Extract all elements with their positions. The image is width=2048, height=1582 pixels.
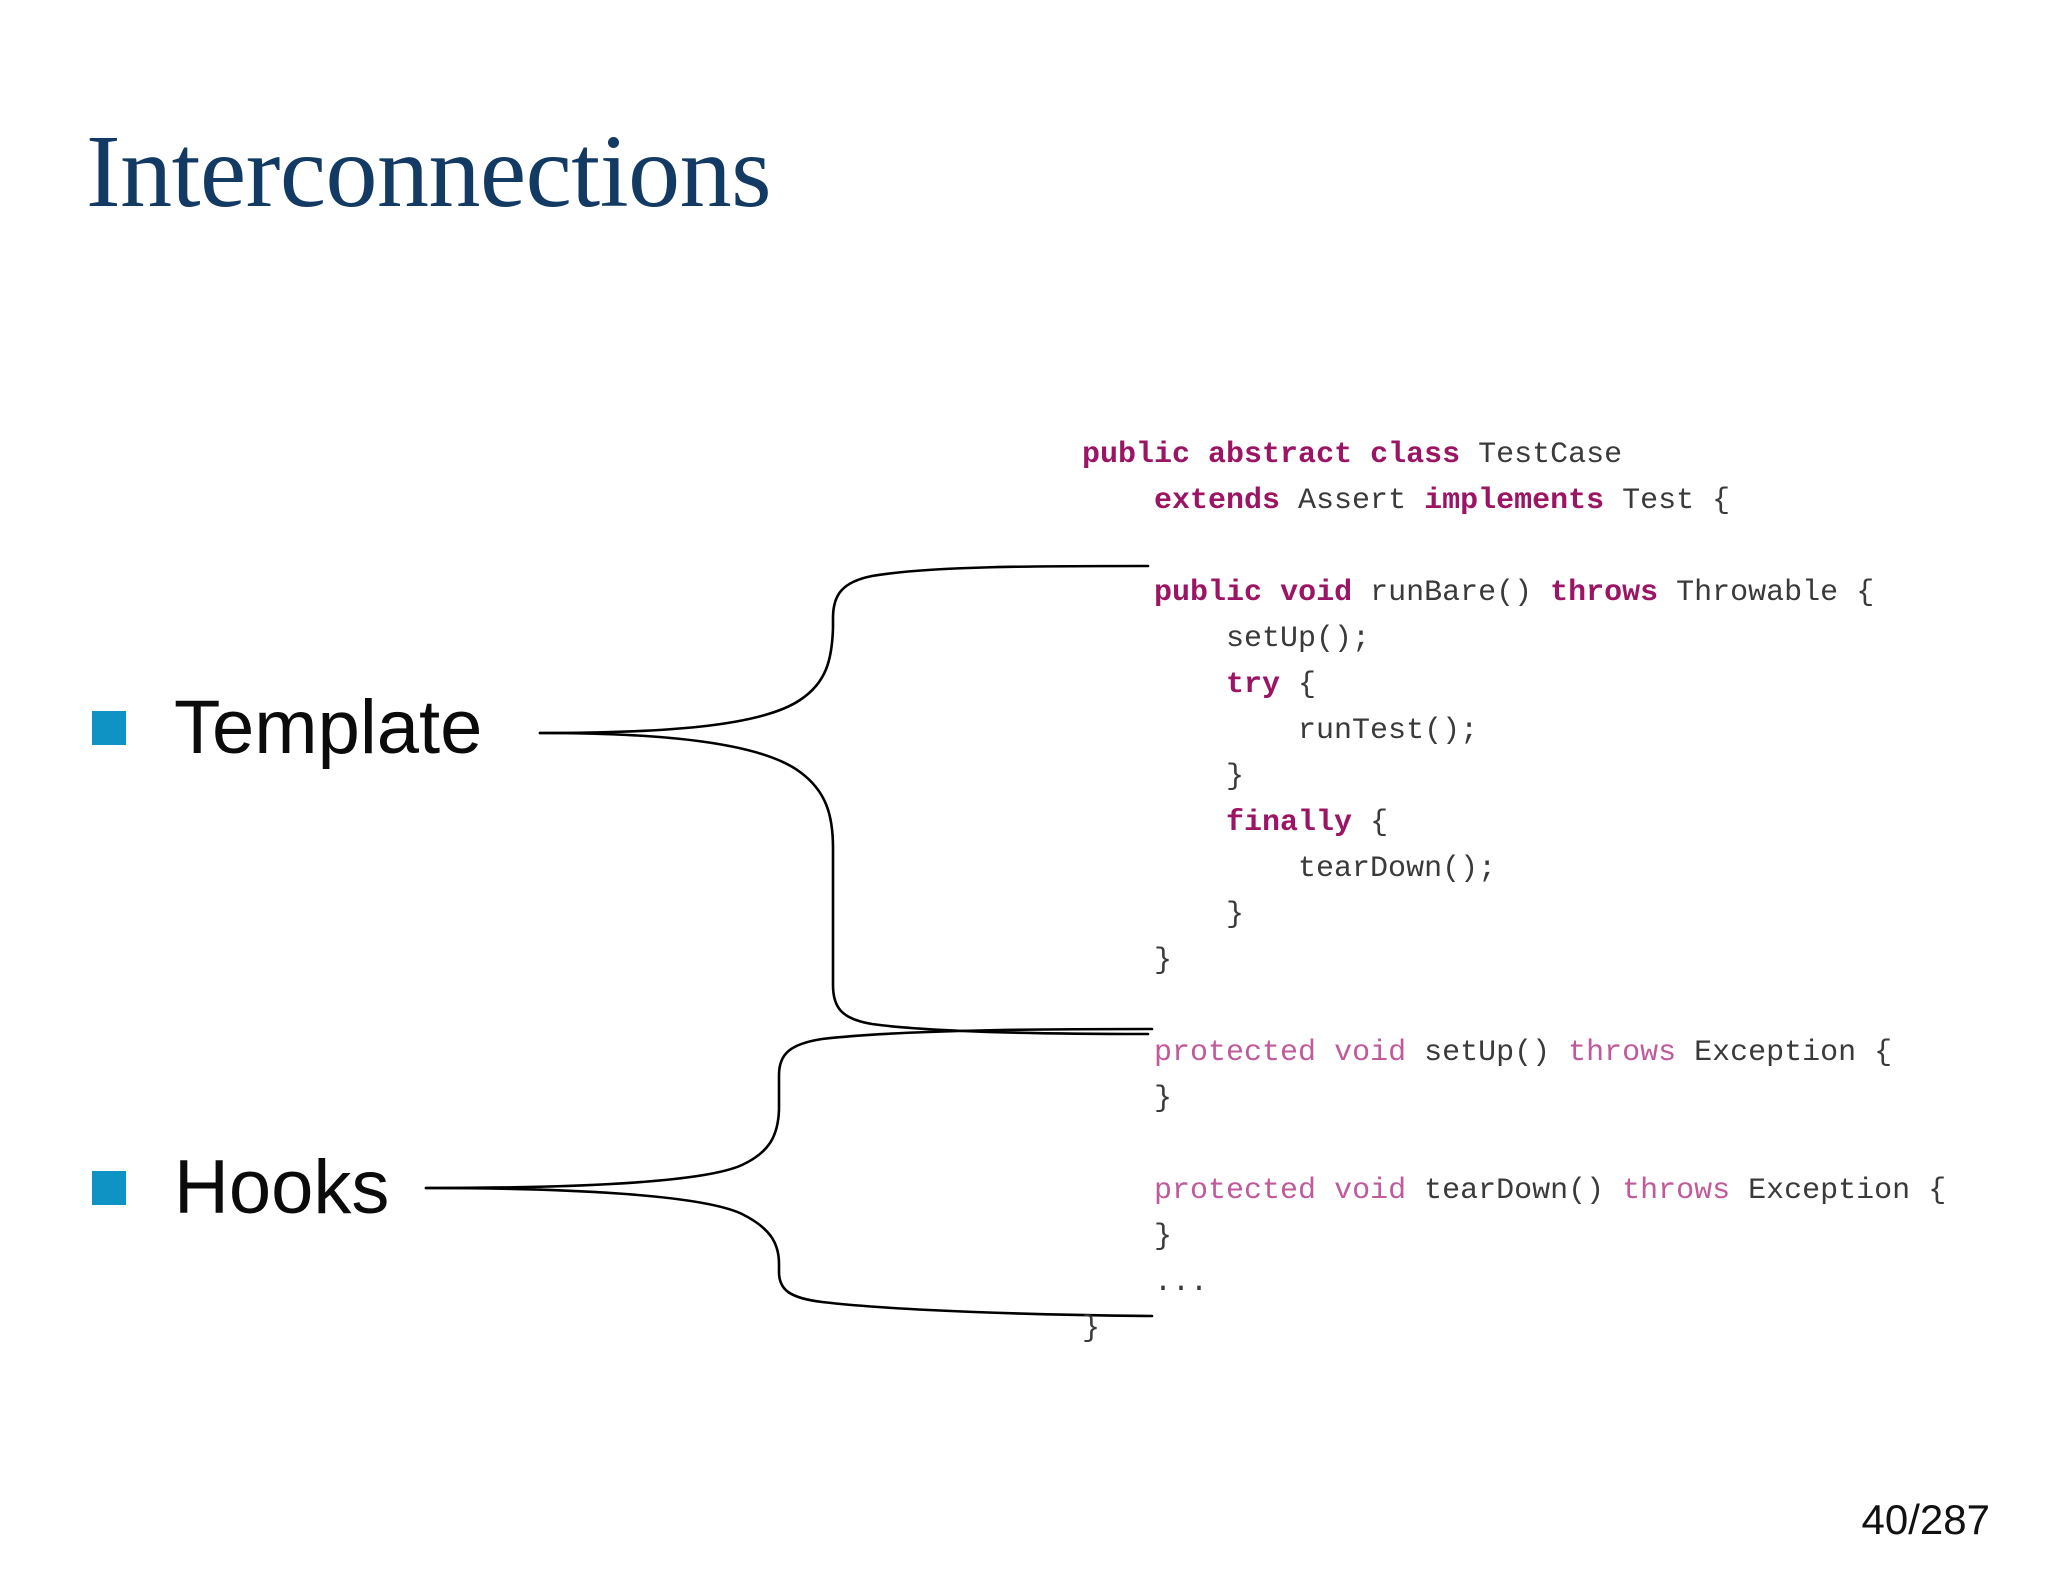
- code-keyword: implements: [1424, 484, 1605, 518]
- code-indent: [1082, 1082, 1154, 1116]
- square-bullet-icon: [92, 1171, 126, 1205]
- code-line: [1082, 524, 1946, 570]
- code-indent: [1082, 944, 1154, 978]
- code-line: [1082, 984, 1946, 1030]
- code-line: public void runBare() throws Throwable {: [1082, 570, 1946, 616]
- code-line: ...: [1082, 1260, 1946, 1306]
- code-line: setUp();: [1082, 616, 1946, 662]
- code-identifier: }: [1226, 760, 1245, 794]
- code-line: public abstract class TestCase: [1082, 432, 1946, 478]
- code-line: extends Assert implements Test {: [1082, 478, 1946, 524]
- code-identifier: ...: [1154, 1266, 1209, 1300]
- code-identifier: tearDown(): [1406, 1174, 1623, 1208]
- template-brace-lower-arm: [538, 731, 1150, 1036]
- square-bullet-icon: [92, 711, 126, 745]
- code-line: }: [1082, 1214, 1946, 1260]
- code-keyword: public: [1082, 438, 1191, 472]
- hooks-brace-lower-arm: [424, 1186, 1154, 1318]
- code-identifier: Exception {: [1676, 1036, 1893, 1070]
- template-brace-upper-arm: [538, 564, 1150, 735]
- code-line: }: [1082, 1306, 1946, 1352]
- code-indent: [1082, 1220, 1154, 1254]
- code-identifier: [1190, 438, 1208, 472]
- code-keyword: abstract: [1208, 438, 1353, 472]
- code-line: }: [1082, 938, 1946, 984]
- code-line: }: [1082, 1076, 1946, 1122]
- code-identifier: setUp();: [1226, 622, 1371, 656]
- code-identifier: {: [1280, 668, 1317, 702]
- code-keyword: try: [1226, 668, 1281, 702]
- code-identifier: }: [1154, 1220, 1173, 1254]
- code-indent: [1082, 668, 1226, 702]
- code-identifier: runTest();: [1298, 714, 1479, 748]
- code-identifier: [1352, 438, 1370, 472]
- code-keyword: throws: [1568, 1036, 1677, 1070]
- code-identifier: }: [1154, 1082, 1173, 1116]
- page-title: Interconnections: [86, 114, 772, 229]
- bullet-item-template: Template: [92, 690, 482, 766]
- code-identifier: runBare(): [1352, 576, 1551, 610]
- code-line: finally {: [1082, 800, 1946, 846]
- code-block: public abstract class TestCase extends A…: [1082, 432, 1946, 1352]
- code-line: try {: [1082, 662, 1946, 708]
- code-keyword: throws: [1622, 1174, 1731, 1208]
- code-keyword: public: [1154, 576, 1263, 610]
- code-identifier: [1262, 576, 1280, 610]
- code-line: }: [1082, 754, 1946, 800]
- code-keyword: void: [1334, 1174, 1407, 1208]
- code-identifier: setUp(): [1406, 1036, 1569, 1070]
- code-keyword: extends: [1154, 484, 1281, 518]
- code-line: protected void setUp() throws Exception …: [1082, 1030, 1946, 1076]
- code-keyword: class: [1370, 438, 1461, 472]
- code-indent: [1082, 806, 1226, 840]
- code-identifier: [1316, 1174, 1334, 1208]
- bullet-label-template: Template: [174, 685, 483, 770]
- code-identifier: [1316, 1036, 1334, 1070]
- code-indent: [1082, 1036, 1154, 1070]
- code-indent: [1082, 1174, 1154, 1208]
- code-keyword: void: [1280, 576, 1353, 610]
- code-keyword: protected: [1154, 1174, 1317, 1208]
- code-identifier: }: [1154, 944, 1173, 978]
- code-line: [1082, 1122, 1946, 1168]
- page-number: 40/287: [1861, 1496, 1990, 1543]
- code-keyword: throws: [1550, 576, 1659, 610]
- code-indent: [1082, 1266, 1154, 1300]
- code-line: }: [1082, 892, 1946, 938]
- code-identifier: {: [1352, 806, 1389, 840]
- code-indent: [1082, 484, 1154, 518]
- code-indent: [1082, 576, 1154, 610]
- code-keyword: protected: [1154, 1036, 1317, 1070]
- code-identifier: Assert: [1280, 484, 1425, 518]
- code-identifier: Throwable {: [1658, 576, 1875, 610]
- code-line: tearDown();: [1082, 846, 1946, 892]
- code-identifier: Test {: [1604, 484, 1731, 518]
- bullet-item-hooks: Hooks: [92, 1150, 389, 1226]
- code-indent: [1082, 714, 1298, 748]
- code-line: protected void tearDown() throws Excepti…: [1082, 1168, 1946, 1214]
- code-identifier: }: [1226, 898, 1245, 932]
- code-indent: [1082, 622, 1226, 656]
- code-identifier: Exception {: [1730, 1174, 1947, 1208]
- code-keyword: void: [1334, 1036, 1407, 1070]
- code-identifier: TestCase: [1460, 438, 1623, 472]
- hooks-brace-upper-arm: [424, 1027, 1154, 1190]
- code-indent: [1082, 760, 1226, 794]
- code-identifier: }: [1082, 1312, 1101, 1346]
- code-indent: [1082, 898, 1226, 932]
- code-identifier: tearDown();: [1298, 852, 1497, 886]
- code-indent: [1082, 852, 1298, 886]
- code-line: runTest();: [1082, 708, 1946, 754]
- bullet-label-hooks: Hooks: [174, 1145, 390, 1230]
- code-keyword: finally: [1226, 806, 1353, 840]
